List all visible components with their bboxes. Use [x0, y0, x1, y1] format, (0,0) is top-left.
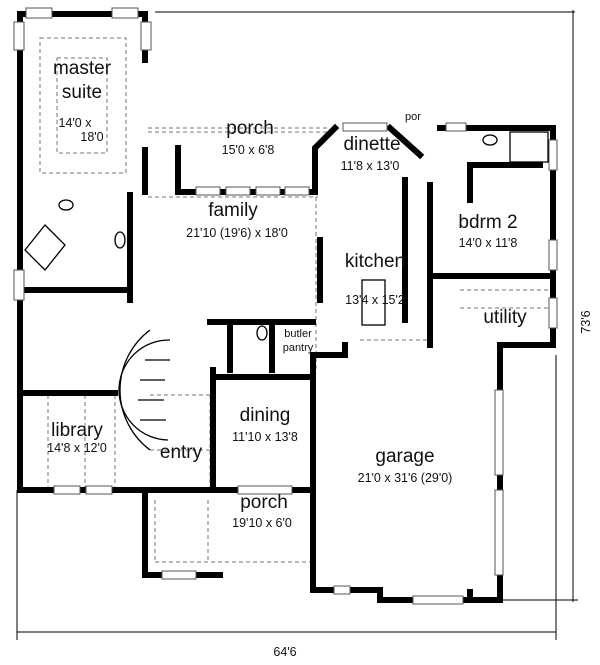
room-library: library 14'8 x 12'0 — [47, 420, 107, 455]
room-dimensions: 14'0 x — [59, 116, 93, 130]
dimension-lines — [16, 10, 578, 640]
overall-depth-label: 73'6 — [579, 310, 593, 333]
room-dimensions: 15'0 x 6'8 — [222, 143, 275, 157]
room-bedroom-2: bdrm 2 14'0 x 11'8 — [458, 212, 517, 250]
room-name: kitchen — [345, 251, 405, 272]
room-name: master — [53, 58, 112, 79]
room-dimensions: 11'10 x 13'8 — [232, 430, 298, 444]
room-dimensions: 18'0 — [80, 130, 103, 144]
room-name: suite — [62, 82, 102, 103]
room-dimensions: 21'10 (19'6) x 18'0 — [186, 226, 288, 240]
room-name: library — [51, 420, 103, 441]
room-name: family — [208, 200, 258, 221]
room-dimensions: 14'8 x 12'0 — [47, 441, 107, 455]
room-dimensions: 11'8 x 13'0 — [341, 159, 400, 173]
room-name: pantry — [283, 342, 314, 354]
room-dinette: dinette 11'8 x 13'0 — [341, 134, 401, 173]
room-family: family 21'10 (19'6) x 18'0 — [186, 200, 288, 240]
room-dimensions: 14'0 x 11'8 — [459, 236, 518, 250]
staircase — [118, 329, 171, 451]
room-name: por — [405, 111, 421, 123]
room-dimensions: 19'10 x 6'0 — [232, 516, 292, 530]
windows — [13, 7, 558, 605]
room-name: porch — [240, 492, 288, 513]
room-master-suite: master suite 14'0 x 18'0 — [53, 58, 112, 144]
room-front-porch: porch 19'10 x 6'0 — [232, 492, 292, 530]
room-name: butler — [284, 328, 312, 340]
room-dimensions: 21'0 x 31'6 (29'0) — [358, 471, 453, 485]
room-dimensions: 13'4 x 15'2 — [345, 293, 405, 307]
room-name: dining — [240, 405, 291, 426]
overall-width-label: 64'6 — [273, 645, 296, 659]
room-butler-pantry: butler pantry — [283, 328, 314, 354]
room-dining: dining 11'10 x 13'8 — [232, 405, 298, 444]
room-small-porch: por — [405, 111, 421, 123]
dashed-outlines — [39, 37, 550, 563]
room-rear-porch: porch 15'0 x 6'8 — [222, 118, 275, 157]
room-name: utility — [483, 307, 527, 328]
room-garage: garage 21'0 x 31'6 (29'0) — [358, 446, 453, 485]
kitchen-island — [361, 279, 386, 326]
bath-fixtures — [24, 131, 549, 341]
room-utility: utility — [483, 307, 527, 328]
room-name: bdrm 2 — [458, 212, 517, 233]
room-name: entry — [160, 442, 203, 463]
room-name: porch — [226, 118, 274, 139]
room-entry: entry — [160, 442, 203, 463]
room-name: garage — [375, 446, 434, 467]
room-kitchen: kitchen 13'4 x 15'2 — [345, 251, 405, 307]
room-name: dinette — [343, 134, 400, 155]
